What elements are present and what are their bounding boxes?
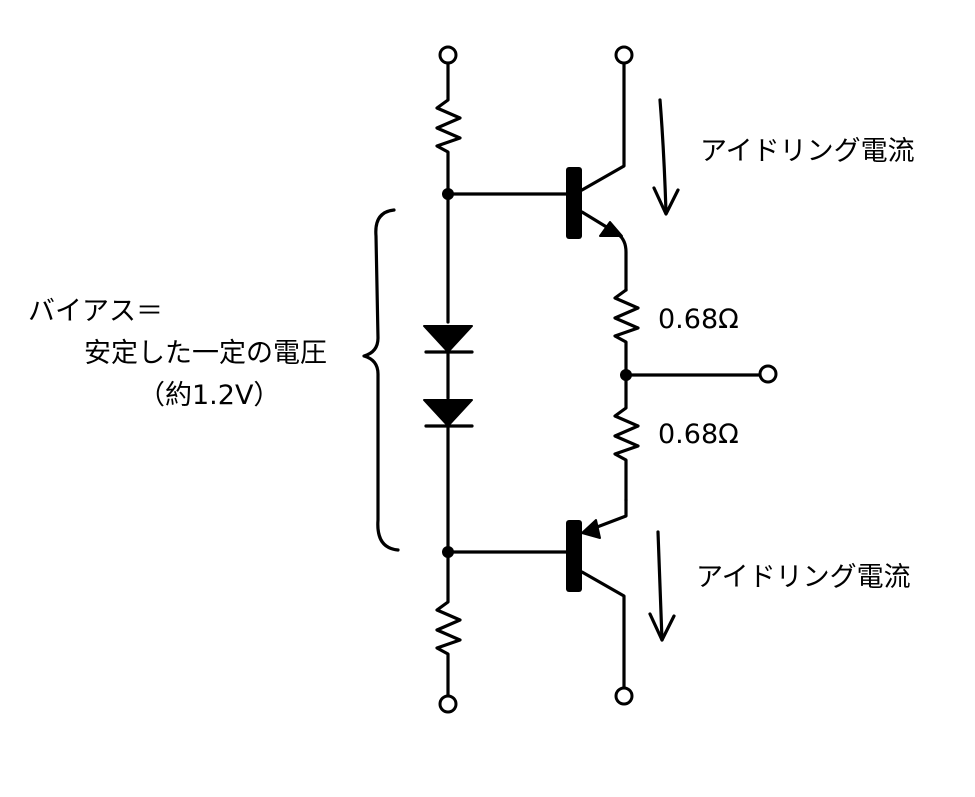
terminal-top-right (614, 45, 634, 65)
label-bias-line2: 安定した一定の電圧 (84, 338, 327, 369)
upper-emitter-arrow (599, 221, 623, 237)
label-bias-line1: バイアス＝ (28, 296, 163, 327)
terminal-output (758, 364, 778, 384)
upper-transistor-collector (580, 58, 626, 192)
lower-transistor-base-bar (566, 520, 582, 592)
emitter-resistor-bottom (613, 373, 640, 502)
diode-2-body (423, 399, 473, 427)
bias-resistor-top (435, 61, 462, 194)
label-resistor-top-value: 0.68Ω (658, 304, 739, 335)
current-arrow-bottom-shaft (656, 530, 664, 642)
label-resistor-bottom-value: 0.68Ω (658, 419, 739, 450)
terminal-top-left (438, 45, 458, 65)
current-arrow-top-shaft (658, 98, 668, 214)
label-bias-line3: （約1.2V） (138, 380, 281, 411)
lower-emitter-arrow (581, 519, 601, 539)
bias-brace (362, 208, 400, 552)
current-arrow-bottom-head (648, 612, 676, 642)
label-idle-current-top: アイドリング電流 (700, 136, 915, 167)
upper-transistor-emitter (580, 210, 628, 292)
upper-transistor-base-bar (566, 167, 582, 239)
emitter-resistor-top (613, 288, 640, 374)
label-idle-current-bottom: アイドリング電流 (696, 562, 911, 593)
terminal-bottom-right (614, 686, 634, 706)
diode-1-body (423, 325, 473, 353)
lower-transistor-collector (580, 570, 626, 690)
current-arrow-top-head (652, 186, 680, 216)
terminal-bottom-left (438, 694, 458, 714)
bias-resistor-bottom (435, 550, 462, 698)
